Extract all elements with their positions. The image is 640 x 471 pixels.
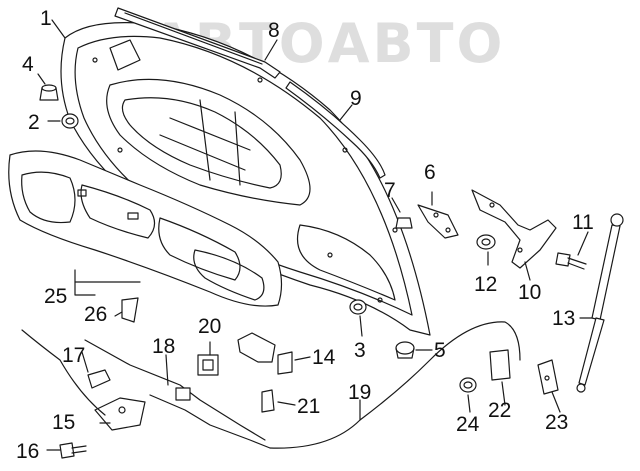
- callout-16: 16: [16, 440, 40, 463]
- release-cables: [21, 321, 521, 449]
- callout-22: 22: [488, 399, 512, 422]
- callout-25: 25: [44, 285, 68, 308]
- latch-part-14: [237, 332, 293, 375]
- gas-strut-13: [576, 213, 624, 393]
- callout-24: 24: [456, 413, 480, 436]
- bolt-part-11: [555, 252, 587, 270]
- bumper-part-24: [459, 377, 477, 393]
- callout-1: 1: [40, 7, 52, 30]
- callout-10: 10: [518, 281, 542, 304]
- callout-7: 7: [384, 179, 396, 202]
- insulator-panel: [8, 150, 283, 307]
- callout-18: 18: [152, 335, 176, 358]
- callout-19: 19: [348, 381, 372, 404]
- callout-11: 11: [572, 211, 594, 234]
- handle-part-17: [87, 369, 111, 389]
- bumper-part-5: [395, 341, 415, 359]
- callout-15: 15: [52, 411, 76, 434]
- callout-21: 21: [297, 395, 321, 418]
- hinge-part-10: [471, 189, 557, 269]
- clip-part-21: [261, 389, 275, 413]
- callout-6: 6: [424, 161, 436, 184]
- clip-part-3: [349, 299, 367, 315]
- callout-5: 5: [434, 339, 446, 362]
- bracket-part-23: [537, 359, 559, 395]
- bolt-part-16: [59, 442, 87, 459]
- callout-23: 23: [545, 411, 569, 434]
- grommet-part-12: [476, 234, 496, 250]
- callout-2: 2: [28, 111, 40, 134]
- bracket-part-6: [417, 204, 459, 239]
- striker-part-22: [489, 349, 511, 381]
- callout-17: 17: [62, 344, 86, 367]
- callout-20: 20: [198, 315, 222, 338]
- seal-strip-9: [285, 81, 386, 179]
- bumper-part-4: [39, 84, 59, 101]
- nut-part-7: [395, 217, 413, 229]
- callout-8: 8: [268, 19, 280, 42]
- clip-part-20: [197, 354, 219, 376]
- bumper-part-2: [61, 113, 79, 129]
- hood-panel: [60, 22, 431, 336]
- callout-9: 9: [350, 87, 362, 110]
- latch-part-15: [94, 397, 146, 431]
- leader-lines: [37, 19, 593, 451]
- callout-3: 3: [354, 339, 366, 362]
- callout-26: 26: [84, 303, 108, 326]
- callout-14: 14: [312, 346, 336, 369]
- callout-4: 4: [22, 53, 34, 76]
- callout-13: 13: [552, 307, 576, 330]
- seal-strip-8: [114, 7, 281, 79]
- clip-part-26: [121, 297, 139, 323]
- callout-12: 12: [474, 273, 498, 296]
